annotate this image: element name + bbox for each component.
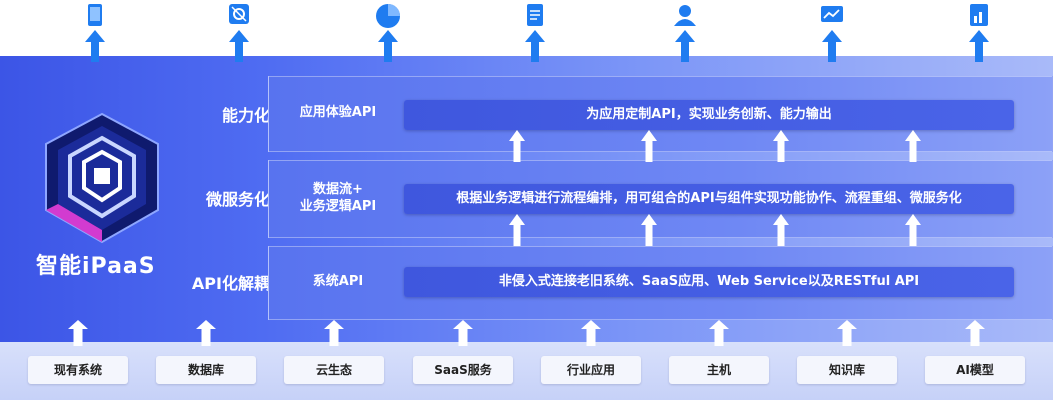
source-up-arrow [68, 320, 88, 346]
source-up-arrow [709, 320, 729, 346]
source-up-arrow [581, 320, 601, 346]
source-mainframe: 主机 [669, 356, 769, 384]
layer-desc-system: 非侵入式连接老旧系统、SaaS应用、Web Service以及RESTful A… [404, 267, 1014, 297]
up-arrow [773, 214, 789, 246]
layer-desc-experience: 为应用定制API，实现业务创新、能力输出 [404, 100, 1014, 130]
source-database: 数据库 [156, 356, 256, 384]
document-icon [520, 2, 550, 62]
ipaas-logo [38, 110, 166, 250]
layer-label-capability: 能力化 [221, 106, 270, 125]
up-arrow [905, 214, 921, 246]
source-up-arrow [324, 320, 344, 346]
layer-desc-process: 根据业务逻辑进行流程编排，用可组合的API与组件实现功能协作、流程重组、微服务化 [404, 184, 1014, 214]
output-icons-row [0, 0, 1053, 62]
up-arrow [641, 130, 657, 162]
pie-chart-icon [373, 2, 403, 62]
up-arrow [641, 214, 657, 246]
layer-name-system-api: 系统API [312, 274, 364, 289]
analytics-screen-icon [817, 2, 847, 62]
source-ai-model: AI模型 [925, 356, 1025, 384]
layer-name-process-line1: 数据流+ [313, 182, 363, 197]
up-arrow [509, 214, 525, 246]
bar-report-icon [964, 2, 994, 62]
up-arrow [773, 130, 789, 162]
user-service-icon [670, 2, 700, 62]
source-up-arrow [196, 320, 216, 346]
source-knowledge-base: 知识库 [797, 356, 897, 384]
source-up-arrow [453, 320, 473, 346]
source-existing-systems: 现有系统 [28, 356, 128, 384]
up-arrow [905, 130, 921, 162]
source-cloud-ecosystem: 云生态 [284, 356, 384, 384]
source-industry-apps: 行业应用 [541, 356, 641, 384]
layer-label-microservice: 微服务化 [205, 190, 270, 209]
brand-name: 智能iPaaS [36, 254, 156, 279]
layer-name-process-line2: 业务逻辑API [299, 199, 377, 214]
layer-name-experience-api: 应用体验API [299, 105, 377, 120]
source-up-arrow [837, 320, 857, 346]
source-saas-services: SaaS服务 [413, 356, 513, 384]
network-app-icon [224, 2, 254, 62]
layer-label-api-decoupling: API化解耦 [191, 274, 270, 293]
up-arrow [509, 130, 525, 162]
mobile-phone-icon [80, 2, 110, 62]
source-up-arrow [965, 320, 985, 346]
